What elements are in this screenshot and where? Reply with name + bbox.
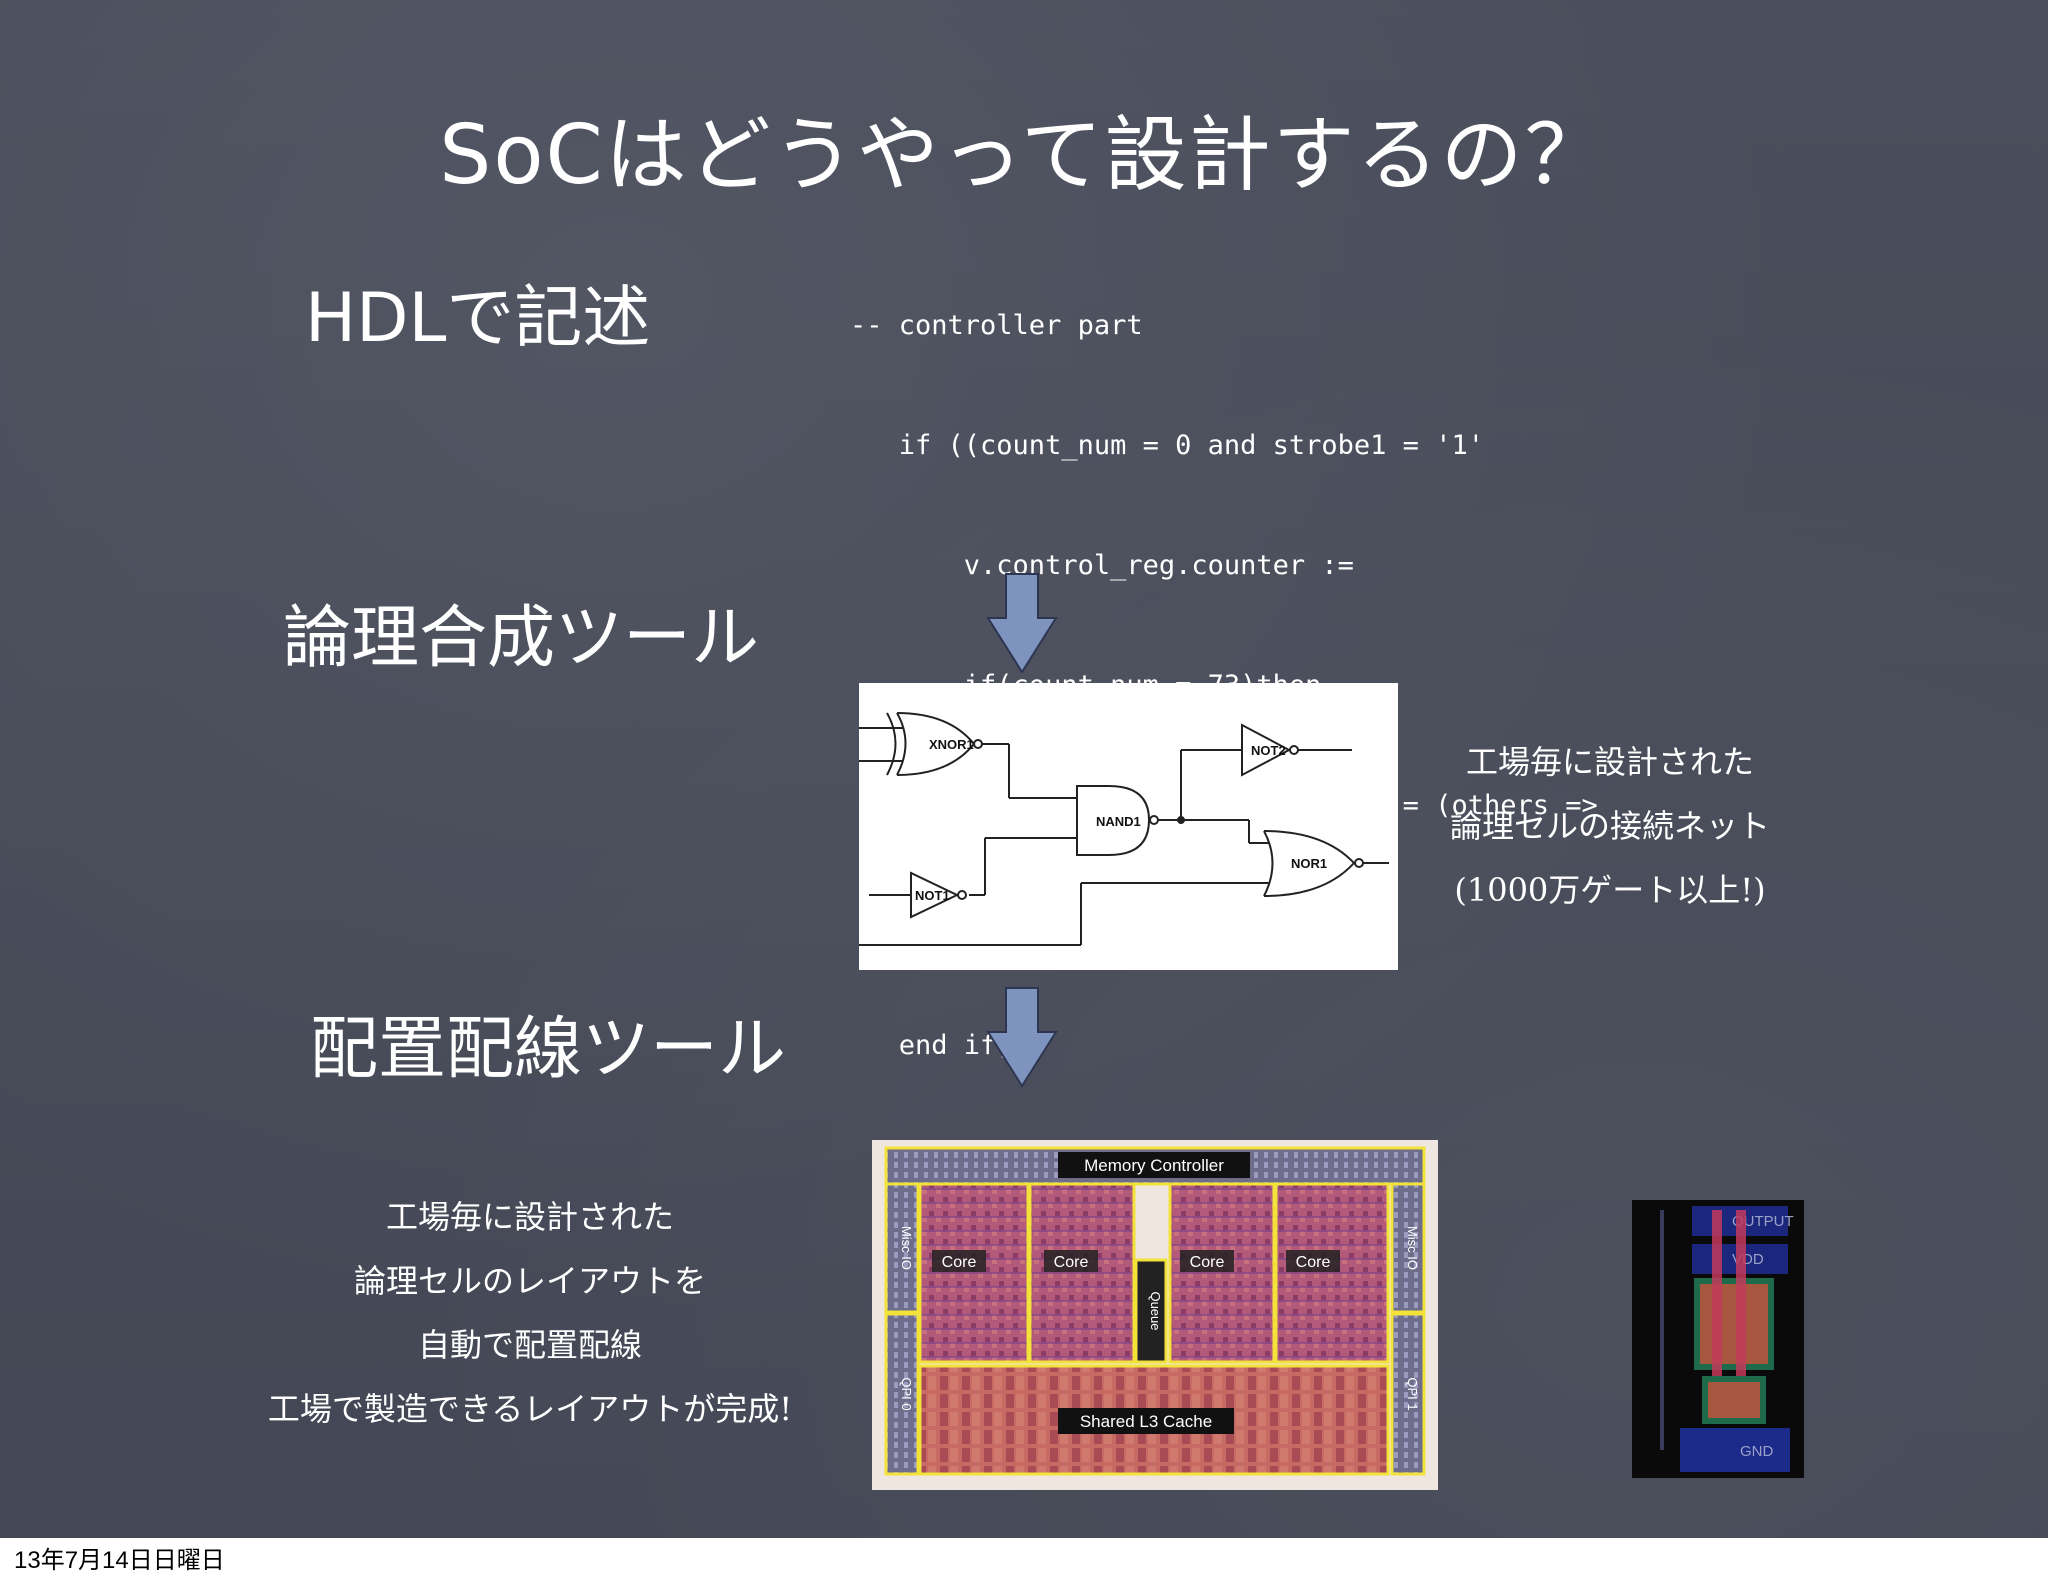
stage-place-route-label: 配置配線ツール — [310, 1010, 787, 1089]
down-arrow-icon — [986, 573, 1058, 674]
cell-layout-diagram: OUTPUT VDD GND — [1632, 1200, 1804, 1478]
not2-gate-label: NOT2 — [1251, 743, 1286, 758]
layout-note-line: 工場で製造できるレイアウトが完成! — [267, 1390, 793, 1428]
memory-controller-label: Memory Controller — [1084, 1156, 1224, 1175]
layout-note-line: 論理セルのレイアウトを — [353, 1262, 706, 1300]
output-label: OUTPUT — [1732, 1213, 1794, 1230]
netlist-note-line: 工場毎に設計された — [1465, 743, 1754, 781]
nor-gate-label: NOR1 — [1291, 856, 1327, 871]
chip-floorplan-image: Memory Controller Misc IO Misc IO Queue … — [872, 1140, 1438, 1490]
nand-gate-label: NAND1 — [1096, 814, 1141, 829]
layout-note-line: 自動で配置配線 — [417, 1326, 642, 1364]
code-line: v.control_reg.counter := — [850, 550, 1354, 581]
qpi-1-label: QPI 1 — [1405, 1377, 1420, 1410]
misc-io-left-label: Misc IO — [899, 1226, 914, 1270]
core-label: Core — [1054, 1254, 1089, 1271]
netlist-note: 工場毎に設計された 論理セルの接続ネット (1000万ゲート以上!) — [1400, 730, 1820, 922]
core-label: Core — [1296, 1254, 1331, 1271]
slide-title: SoCはどうやって設計するの？ — [439, 108, 1609, 203]
layout-note-line: 工場毎に設計された — [385, 1198, 674, 1236]
not1-gate-label: NOT1 — [915, 888, 950, 903]
schematic-diagram: XNOR1 NAND1 NOT2 NOT1 NOR1 — [859, 712, 1389, 946]
queue-label: Queue — [1148, 1291, 1163, 1330]
code-line: -- controller part — [850, 310, 1143, 341]
shared-cache-label: Shared L3 Cache — [1080, 1412, 1212, 1431]
xnor-gate-label: XNOR1 — [929, 737, 974, 752]
stage-hdl-label: HDLで記述 — [305, 279, 651, 358]
netlist-note-line: (1000万ゲート以上!) — [1454, 871, 1766, 909]
footer-date: 13年7月14日日曜日 — [14, 1547, 225, 1574]
down-arrow-icon — [986, 987, 1058, 1088]
gnd-label: GND — [1740, 1443, 1774, 1460]
core-label: Core — [942, 1254, 977, 1271]
code-line: if ((count_num = 0 and strobe1 = '1' — [850, 430, 1484, 461]
stage-synthesis-label: 論理合成ツール — [283, 599, 760, 678]
qpi-0-label: QPI 0 — [899, 1377, 914, 1410]
core-label: Core — [1190, 1254, 1225, 1271]
cell-layout-image: OUTPUT VDD GND — [1632, 1200, 1804, 1478]
code-line: end if; — [850, 1030, 1013, 1061]
netlist-note-line: 論理セルの接続ネット — [1449, 807, 1770, 845]
gate-schematic-image: XNOR1 NAND1 NOT2 NOT1 NOR1 — [859, 683, 1398, 970]
layout-note: 工場毎に設計された 論理セルのレイアウトを 自動で配置配線 工場で製造できるレイ… — [180, 1185, 880, 1441]
floorplan-diagram: Memory Controller Misc IO Misc IO Queue … — [872, 1140, 1438, 1490]
slide: SoCはどうやって設計するの？ HDLで記述 論理合成ツール 配置配線ツール -… — [0, 0, 2048, 1538]
misc-io-right-label: Misc IO — [1405, 1226, 1420, 1270]
